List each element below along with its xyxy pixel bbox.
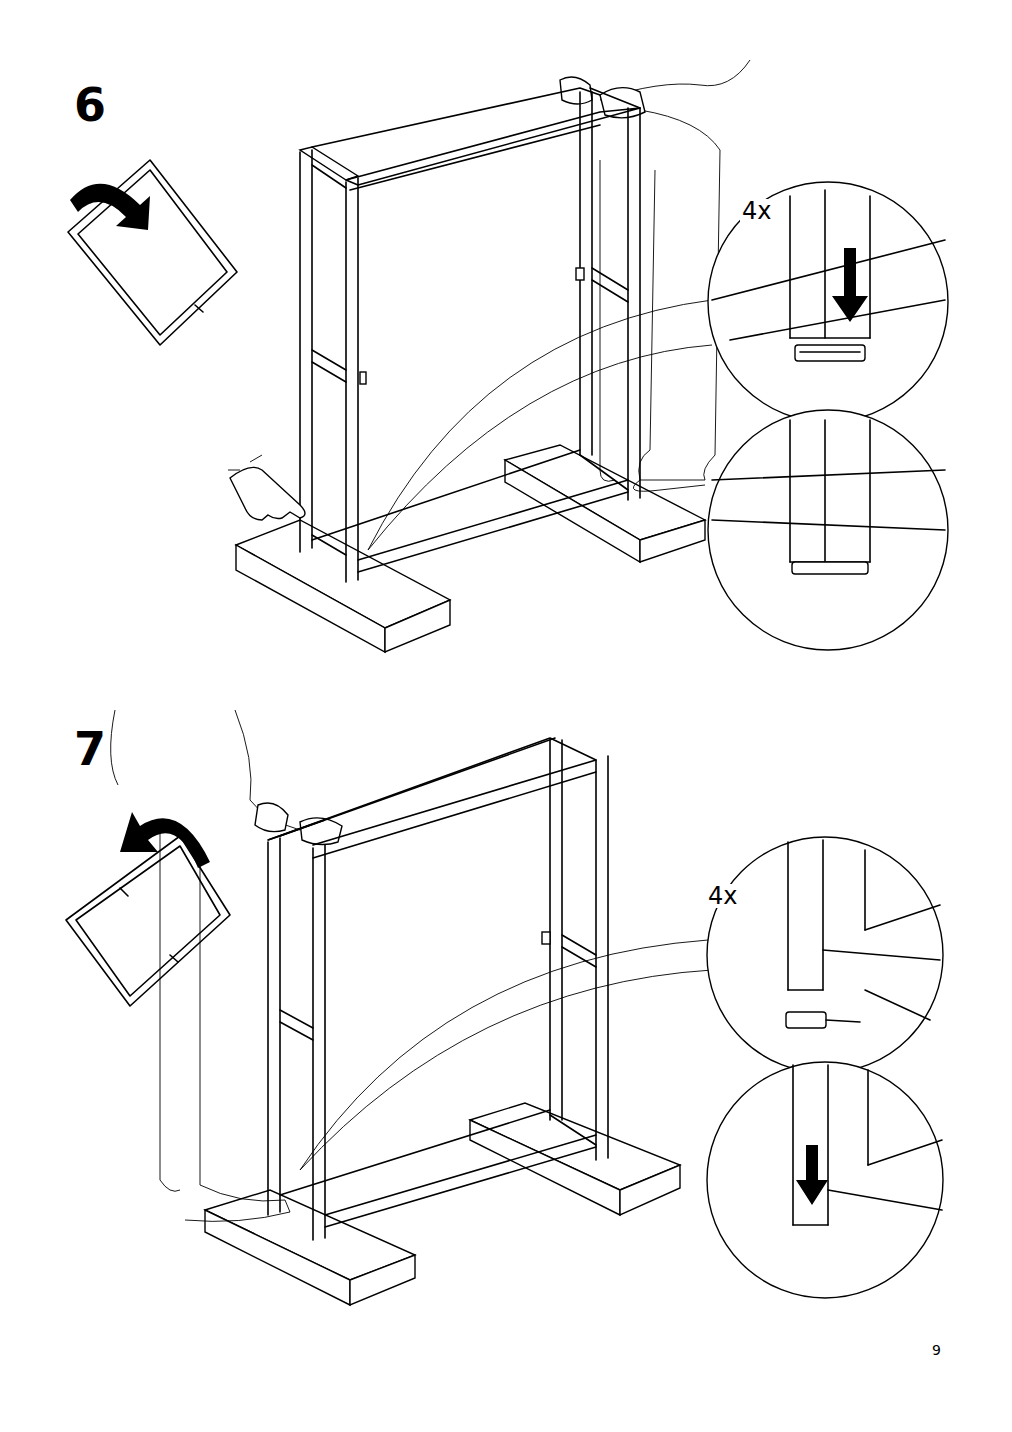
page-number: 9 (930, 1343, 943, 1357)
rotate-icon (68, 160, 237, 345)
quantity-label: 4x (740, 199, 773, 223)
detail-view (707, 837, 943, 1073)
person (111, 710, 342, 1221)
rotate-icon (66, 812, 230, 1006)
step-number: 7 (72, 726, 108, 772)
detail-view (707, 1062, 943, 1298)
foam-block (236, 445, 705, 652)
pointing-hand (228, 455, 305, 520)
detail-view (708, 410, 948, 650)
step-number: 6 (72, 82, 108, 128)
quantity-label: 4x (706, 884, 739, 908)
shelf-frame (300, 88, 640, 582)
detail-view (708, 182, 948, 422)
shelf-frame (268, 738, 608, 1240)
